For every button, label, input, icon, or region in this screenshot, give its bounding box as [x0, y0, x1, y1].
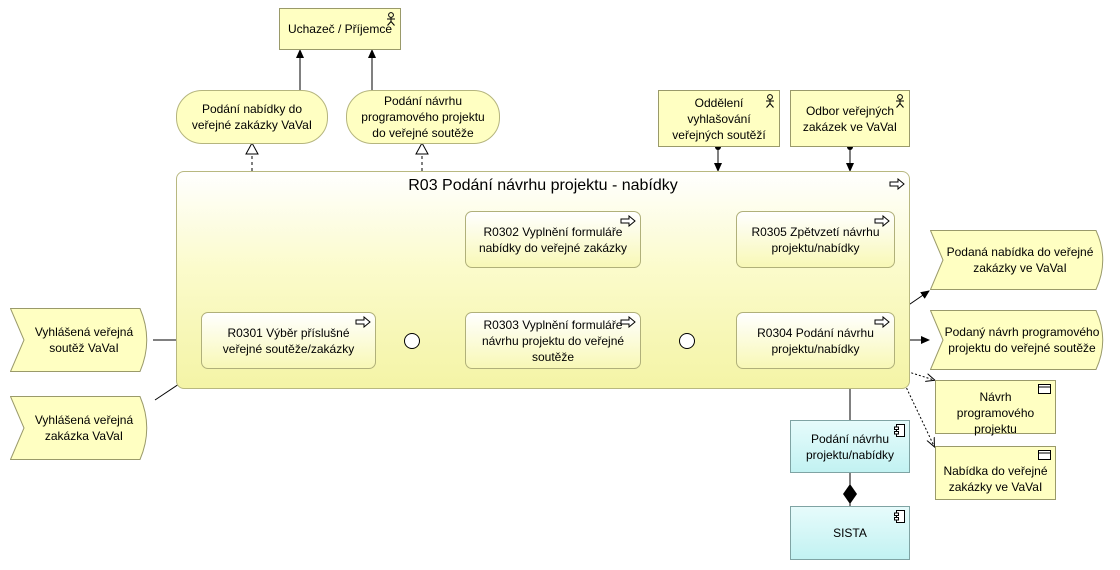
- actor-uchazec-label: Uchazeč / Příjemce: [287, 22, 393, 36]
- realization-triangle-nabidka: [245, 141, 259, 155]
- process-arrow-icon: [620, 316, 636, 328]
- actor-odbor-label: Odbor veřejných zakázek ve VaVaI: [802, 103, 898, 134]
- actor-icon: [896, 94, 904, 108]
- event-podana-nabidka-label: Podaná nabídka do veřejné zakázky ve VaV…: [946, 245, 1094, 275]
- app-component-sista-label: SISTA: [833, 526, 867, 540]
- data-object-navrh-label: Návrh programového projektu: [956, 390, 1035, 436]
- data-object-nabidka[interactable]: Nabídka do veřejné zakázky ve VaVaI: [935, 446, 1056, 500]
- access-line-navrh: [895, 367, 934, 380]
- data-object-navrh[interactable]: Návrh programového projektu: [935, 380, 1056, 436]
- process-r0304[interactable]: R0304 Podání návrhu projektu/nabídky: [736, 312, 895, 369]
- actor-oddeleni[interactable]: Oddělení vyhlašování veřejných soutěží: [658, 90, 780, 147]
- process-arrow-icon: [874, 316, 890, 328]
- process-r0302[interactable]: R0302 Vyplnění formuláře nabídky do veře…: [465, 211, 641, 268]
- process-r0301[interactable]: R0301 Výběr příslušné veřejné soutěže/za…: [201, 312, 376, 369]
- process-arrow-icon: [874, 215, 890, 227]
- process-r0304-label: R0304 Podání návrhu projektu/nabídky: [757, 325, 874, 356]
- service-podani-nabidky-label: Podání nabídky do veřejné zakázky VaVaI: [191, 102, 313, 132]
- actor-icon: [387, 12, 395, 26]
- event-shape: [930, 310, 1104, 370]
- application-component-icon: [894, 510, 905, 523]
- event-shape: [930, 230, 1104, 290]
- event-shape: [10, 396, 148, 460]
- app-component-sista[interactable]: SISTA: [790, 506, 910, 560]
- actor-icon: [766, 94, 774, 108]
- event-vyhlasena-soutez[interactable]: Vyhlášená veřejná soutěž VaVaI: [10, 308, 154, 372]
- main-process-title: R03 Podání návrhu projektu - nabídky: [408, 177, 678, 194]
- data-object-nabidka-label: Nabídka do veřejné zakázky ve VaVaI: [943, 464, 1048, 494]
- realization-triangle-navrh: [415, 141, 429, 155]
- actor-oddeleni-label: Oddělení vyhlašování veřejných soutěží: [672, 95, 766, 142]
- process-r0301-label: R0301 Výběr příslušné veřejné soutěže/za…: [222, 325, 355, 356]
- service-podani-navrhu[interactable]: Podání návrhu programového projektu do v…: [346, 90, 500, 144]
- actor-odbor[interactable]: Odbor veřejných zakázek ve VaVaI: [790, 90, 910, 147]
- app-service-podani-label: Podání návrhu projektu/nabídky: [805, 431, 895, 462]
- process-arrow-icon: [355, 316, 371, 328]
- composition-diamond: [843, 484, 857, 504]
- actor-uchazec-prijemce[interactable]: Uchazeč / Příjemce: [279, 8, 401, 50]
- process-arrow-icon: [889, 178, 905, 190]
- service-podani-nabidky[interactable]: Podání nabídky do veřejné zakázky VaVaI: [176, 90, 328, 144]
- application-component-icon: [894, 424, 905, 437]
- event-vyhlasena-soutez-label: Vyhlášená veřejná soutěž VaVaI: [34, 325, 134, 355]
- event-podany-navrh[interactable]: Podaný návrh programového projektu do ve…: [930, 310, 1110, 370]
- junction-or-split: [404, 333, 420, 349]
- event-podana-nabidka[interactable]: Podaná nabídka do veřejné zakázky ve VaV…: [930, 230, 1110, 290]
- process-arrow-icon: [620, 215, 636, 227]
- junction-or-merge: [679, 333, 695, 349]
- process-r0303[interactable]: R0303 Vyplnění formuláře návrhu projektu…: [465, 312, 641, 369]
- process-r0305[interactable]: R0305 Zpětvzetí návrhu projektu/nabídky: [736, 211, 895, 268]
- data-object-icon: [1038, 384, 1051, 394]
- data-object-icon: [1038, 450, 1051, 460]
- event-podany-navrh-label: Podaný návrh programového projektu do ve…: [944, 325, 1100, 355]
- event-vyhlasena-zakazka-label: Vyhlášená veřejná zakázka VaVaI: [34, 413, 134, 443]
- service-podani-navrhu-label: Podání návrhu programového projektu do v…: [361, 94, 485, 140]
- process-r0305-label: R0305 Zpětvzetí návrhu projektu/nabídky: [751, 224, 880, 255]
- app-service-podani[interactable]: Podání návrhu projektu/nabídky: [790, 420, 910, 473]
- event-shape: [10, 308, 148, 372]
- process-r0302-label: R0302 Vyplnění formuláře nabídky do veře…: [478, 224, 628, 255]
- process-r0303-label: R0303 Vyplnění formuláře návrhu projektu…: [481, 317, 625, 364]
- event-vyhlasena-zakazka[interactable]: Vyhlášená veřejná zakázka VaVaI: [10, 396, 154, 460]
